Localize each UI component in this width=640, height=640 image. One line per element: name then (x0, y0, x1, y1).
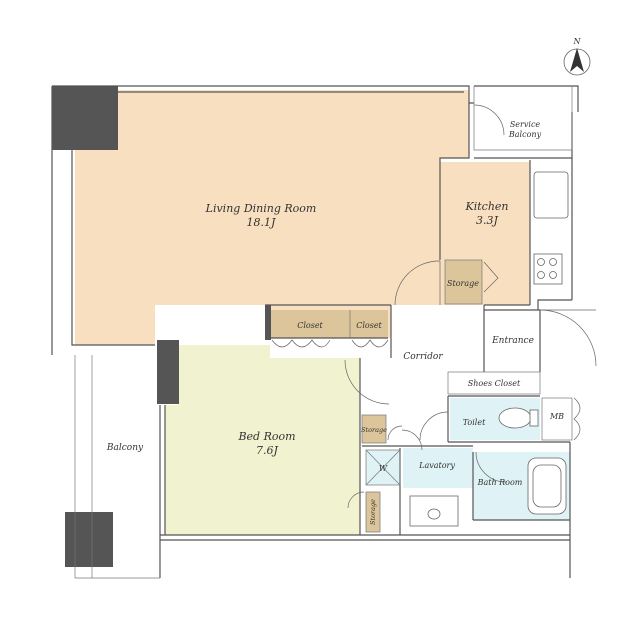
kitchen-size: 3.3J (476, 214, 498, 227)
bedroom-area (165, 345, 360, 535)
kitchen-storage-label: Storage (447, 279, 479, 288)
lavatory-label: Lavatory (418, 461, 455, 470)
column-top-left (52, 86, 118, 150)
bath-room-label: Bath Room (477, 478, 523, 487)
w-label: W (379, 464, 388, 473)
bath-door-arc (475, 451, 507, 483)
west-wall-inner (71, 150, 155, 346)
kitchen-storage (445, 260, 482, 304)
storage-small-outline (361, 414, 387, 444)
shoes-closet-label: Shoes Closet (468, 379, 521, 388)
living-kitchen-wall (439, 103, 470, 260)
bedroom-label: Bed Room (237, 430, 295, 443)
kitchen-sink (533, 171, 569, 219)
burner-3 (537, 271, 545, 279)
living-dining-room-area (75, 90, 469, 345)
bedroom-storage-vertical (366, 492, 380, 532)
storage-small-door-arc (387, 425, 403, 441)
closet-door-arcs (271, 339, 389, 348)
toilet-door-arc (419, 411, 449, 441)
storage-vertical-label: Storage (369, 499, 377, 525)
entrance-door-arc (539, 309, 597, 367)
compass-label: N (573, 37, 582, 46)
service-balcony-label-2: Balcony (508, 130, 542, 139)
service-door-arc (473, 104, 505, 136)
entrance-label: Entrance (491, 336, 534, 346)
balcony-label: Balcony (106, 443, 144, 453)
w-diag-2 (365, 449, 401, 486)
service-balcony-label-1: Service (510, 120, 541, 129)
living-room-label: Living Dining Room (205, 202, 317, 215)
living-door-arc (394, 260, 441, 306)
burner-2 (549, 258, 557, 266)
kitchen-label: Kitchen (465, 200, 509, 213)
toilet-bowl (498, 407, 532, 429)
w-closet-outline (365, 449, 401, 486)
washbasin-bowl (427, 508, 441, 520)
service-balcony-outline (473, 86, 573, 151)
kitchen-cooktop (533, 253, 563, 285)
outer-wall-north (52, 85, 474, 104)
outer-wall-east-upper (474, 85, 579, 112)
bed-door-arc (344, 359, 390, 405)
mb-outline (541, 397, 573, 441)
closet-1-area (270, 310, 350, 338)
north-arrow-icon (570, 48, 584, 72)
lavatory-area (403, 448, 473, 488)
storage-small-label: Storage (361, 426, 387, 434)
kitchen-storage-outline (444, 259, 483, 305)
lavatory-door-arc (401, 429, 423, 451)
column-bottom-left (65, 512, 113, 567)
closet-2-area (350, 310, 388, 338)
bathtub-inner (532, 464, 562, 508)
burner-1 (537, 258, 545, 266)
shoes-closet-outline (447, 371, 541, 395)
toilet-tank (529, 409, 539, 427)
washbasin (409, 495, 459, 527)
toilet-label: Toilet (463, 418, 486, 427)
closet-1-label: Closet (297, 321, 323, 330)
burner-4 (549, 271, 557, 279)
column-bed-corner (157, 340, 179, 404)
living-room-size: 18.1J (247, 216, 276, 229)
bedroom-size: 7.6J (256, 444, 278, 457)
mb-label: MB (549, 412, 564, 421)
storage-vertical-outline (365, 491, 381, 533)
east-wall-lower (537, 299, 572, 310)
corridor-label: Corridor (403, 352, 443, 362)
closet-2-label: Closet (356, 321, 382, 330)
storage-vert-door-arc (347, 491, 365, 509)
bedroom-storage-small (362, 415, 386, 443)
kitchen-storage-door (483, 261, 499, 293)
column-closet (265, 305, 271, 340)
mb-door-arc (573, 397, 581, 441)
